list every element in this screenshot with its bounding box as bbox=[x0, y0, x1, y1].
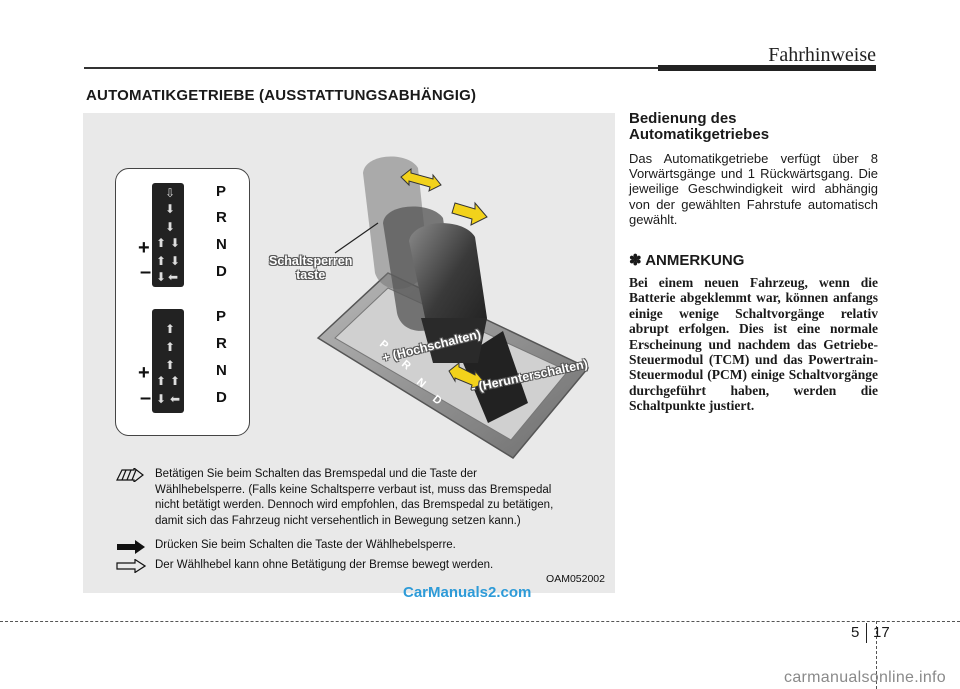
header-bar bbox=[658, 65, 876, 71]
section-number: 5 bbox=[851, 624, 859, 641]
body-paragraph: Das Automatikgetriebe verfügt über 8 Vor… bbox=[629, 151, 878, 227]
legend-text-free: Der Wählhebel kann ohne Betätigung der B… bbox=[155, 558, 493, 574]
hatched-arrow-icon bbox=[116, 468, 144, 482]
section-heading: AUTOMATIKGETRIEBE (AUSSTATTUNGSABHÄNGIG) bbox=[86, 87, 476, 104]
page-number: 17 bbox=[873, 624, 890, 641]
figure-code: OAM052002 bbox=[546, 573, 605, 585]
watermark-link[interactable]: CarManuals2.com bbox=[403, 584, 531, 601]
header-rule bbox=[84, 67, 658, 69]
note-star-icon: ✽ bbox=[629, 252, 642, 269]
legend-text-brake: Betätigen Sie beim Schalten das Bremsped… bbox=[155, 467, 553, 529]
solid-arrow-icon bbox=[116, 540, 146, 554]
note-paragraph: Bei einem neuen Fahrzeug, wenn die Batte… bbox=[629, 275, 878, 414]
footer-dashed-line bbox=[0, 621, 960, 622]
subheading: Bedienung des Automatikgetriebes bbox=[629, 111, 878, 143]
page-divider bbox=[866, 623, 867, 643]
legend-text-button: Drücken Sie beim Schalten die Taste der … bbox=[155, 538, 456, 554]
shift-lever-illustration: P R N D bbox=[83, 113, 615, 473]
lock-button-callout: Schaltsperren taste bbox=[269, 254, 352, 282]
shift-lever-figure: ⇩ ⬇ ⬇ ⬆ ⬇ ⬆ ⬇ ⬇ ⬅ P R N D + – ⬆ ⬆ ⬆ ⬆ ⬆ … bbox=[83, 113, 615, 593]
note-heading: ✽ ANMERKUNG bbox=[629, 251, 878, 269]
note-title: ANMERKUNG bbox=[645, 252, 744, 269]
right-column: Bedienung des Automatikgetriebes Das Aut… bbox=[629, 111, 878, 414]
chapter-title: Fahrhinweise bbox=[768, 44, 876, 67]
site-footer-link[interactable]: carmanualsonline.info bbox=[784, 669, 946, 687]
outline-arrow-icon bbox=[116, 559, 146, 573]
forward-arrow-icon bbox=[452, 203, 487, 225]
